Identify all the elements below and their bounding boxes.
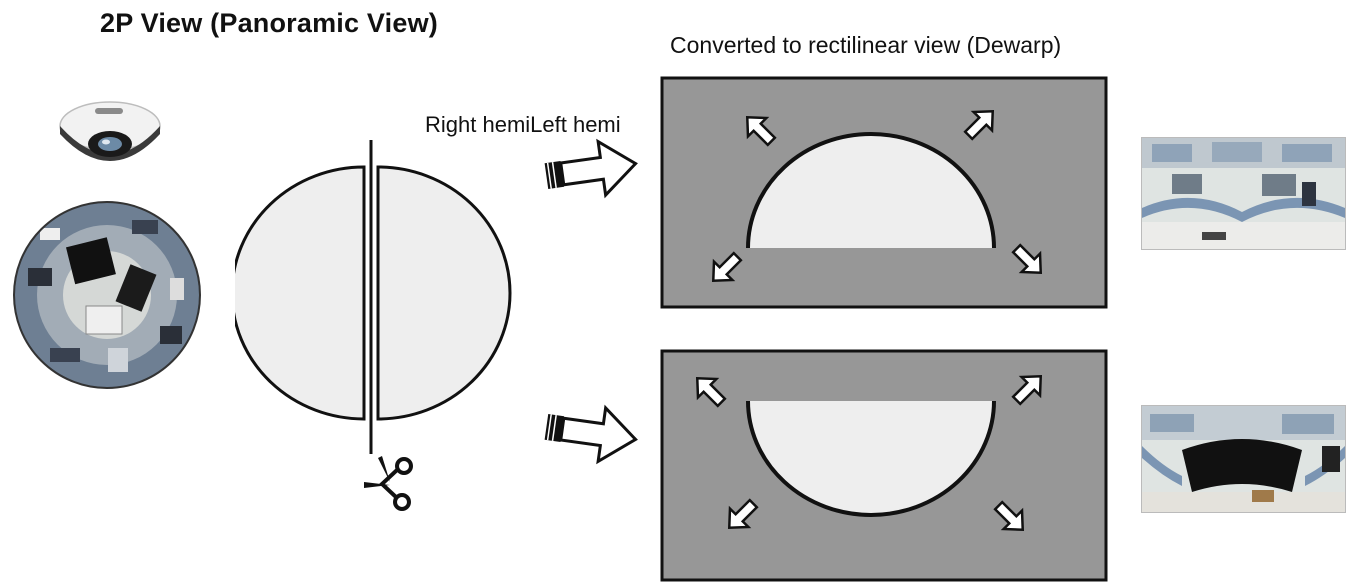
panorama-thumbnail-upper [1141,137,1346,250]
left-half-circle [235,165,366,421]
page-title: 2P View (Panoramic View) [100,8,438,38]
diagonal-arrow-icon [993,500,1025,532]
fisheye-circle-diagram [235,140,512,454]
diagonal-arrow-icon [963,109,995,141]
diagonal-arrow-icon [711,251,743,283]
dewarp-caption: Converted to rectilinear view (Dewarp) [670,32,1062,58]
left-hemi-label: Left hemi [530,112,621,137]
diagonal-arrow-icon [695,376,727,408]
scissors-icon [364,456,413,511]
diagonal-arrow-icon [1011,374,1043,406]
arrow-right-icon [544,404,638,465]
dewarp-panel-upper [660,76,1108,309]
fisheye-camera-image [59,101,161,161]
right-hemi-label: Right hemi [425,112,531,137]
dewarp-panel-lower [660,349,1108,582]
panorama-thumbnail-lower [1141,405,1346,513]
diagonal-arrow-icon [1011,243,1043,275]
fisheye-office-image [13,201,201,389]
diagonal-arrow-icon [745,115,777,147]
hemi-labels: Right hemiLeft hemi [425,112,621,138]
diagonal-arrow-icon [727,498,759,530]
arrow-right-icon [544,138,638,199]
right-half-circle [376,165,512,421]
